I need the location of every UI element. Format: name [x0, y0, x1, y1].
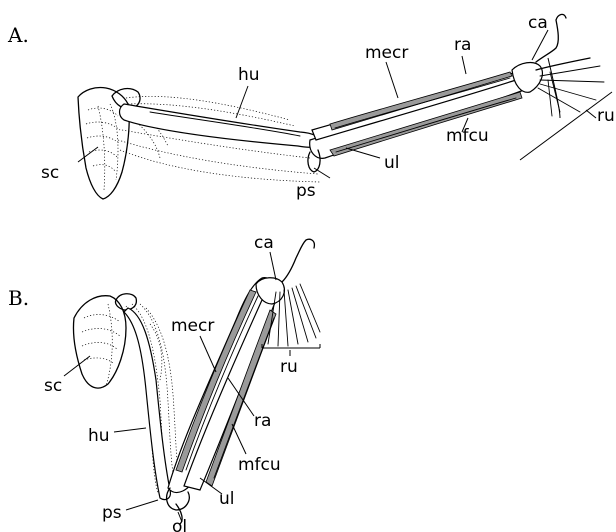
label-b-ru: ru [280, 357, 298, 377]
panel-a-letter: A. [7, 23, 29, 47]
label-a-mfcu: mfcu [446, 126, 489, 146]
panel-a-scapula [78, 87, 129, 199]
label-a-mecr: mecr [365, 43, 408, 63]
label-b-mfcu: mfcu [238, 455, 281, 475]
label-b-hu: hu [88, 426, 110, 446]
label-a-ca: ca [528, 13, 548, 33]
label-b-ol: ol [172, 517, 187, 532]
label-a-ps: ps [296, 181, 316, 201]
label-a-ul: ul [384, 153, 400, 173]
label-a-hu: hu [238, 65, 260, 85]
label-a-sc: sc [41, 163, 59, 183]
panel-a: A. [7, 13, 615, 201]
label-b-ca: ca [254, 233, 274, 253]
label-b-ul: ul [219, 489, 235, 509]
panel-b-forearm [167, 278, 276, 524]
label-b-sc: sc [44, 376, 62, 396]
panel-a-hand [512, 14, 604, 118]
label-b-mecr: mecr [171, 316, 214, 336]
panel-b: B. [8, 233, 320, 532]
panel-b-letter: B. [8, 286, 29, 310]
panel-a-leaders [78, 30, 612, 178]
panel-a-humerus [120, 104, 323, 147]
panel-b-scapula [73, 296, 126, 388]
label-a-ra: ra [454, 35, 471, 55]
label-b-ps: ps [102, 503, 122, 523]
label-a-ru: ru [597, 106, 615, 126]
panel-b-humerus [124, 308, 170, 500]
label-b-ra: ra [254, 411, 271, 431]
